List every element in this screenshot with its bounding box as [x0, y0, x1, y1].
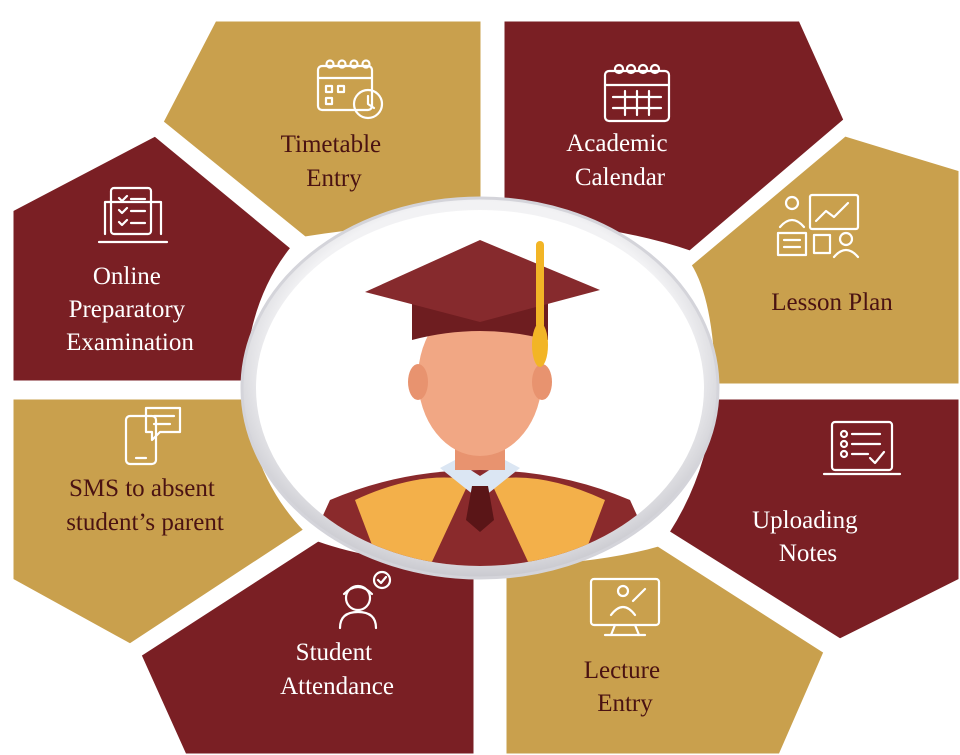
- segment-student-attendance-label: Student Attendance: [280, 639, 394, 700]
- segment-lesson-plan[interactable]: Lesson Plan: [688, 133, 960, 387]
- graduate-icon: [300, 240, 660, 566]
- segment-sms-absent-label: SMS to absent student’s parent: [66, 475, 224, 536]
- segment-lecture-entry[interactable]: Lecture Entry: [503, 543, 827, 755]
- segment-lecture-entry-label: Lecture Entry: [584, 657, 667, 717]
- segment-academic-calendar-label: Academic Calendar: [566, 130, 674, 191]
- center-hub: [240, 196, 720, 580]
- calendar-icon: [603, 63, 671, 123]
- segment-uploading-notes-label: Uploading Notes: [752, 507, 864, 567]
- timetable-clock-icon: [316, 59, 384, 120]
- notes-laptop-icon: [822, 420, 902, 476]
- sms-phone-icon: [124, 406, 182, 466]
- segment-timetable-entry-label: Timetable Entry: [281, 131, 388, 192]
- lesson-plan-icon: [776, 193, 860, 259]
- segment-online-exam-label: Online Preparatory Examination: [66, 263, 194, 356]
- lecture-monitor-icon: [589, 577, 661, 637]
- student-check-icon: [338, 570, 392, 630]
- exam-laptop-icon: [97, 186, 169, 244]
- segment-lesson-plan-label: Lesson Plan: [771, 289, 893, 316]
